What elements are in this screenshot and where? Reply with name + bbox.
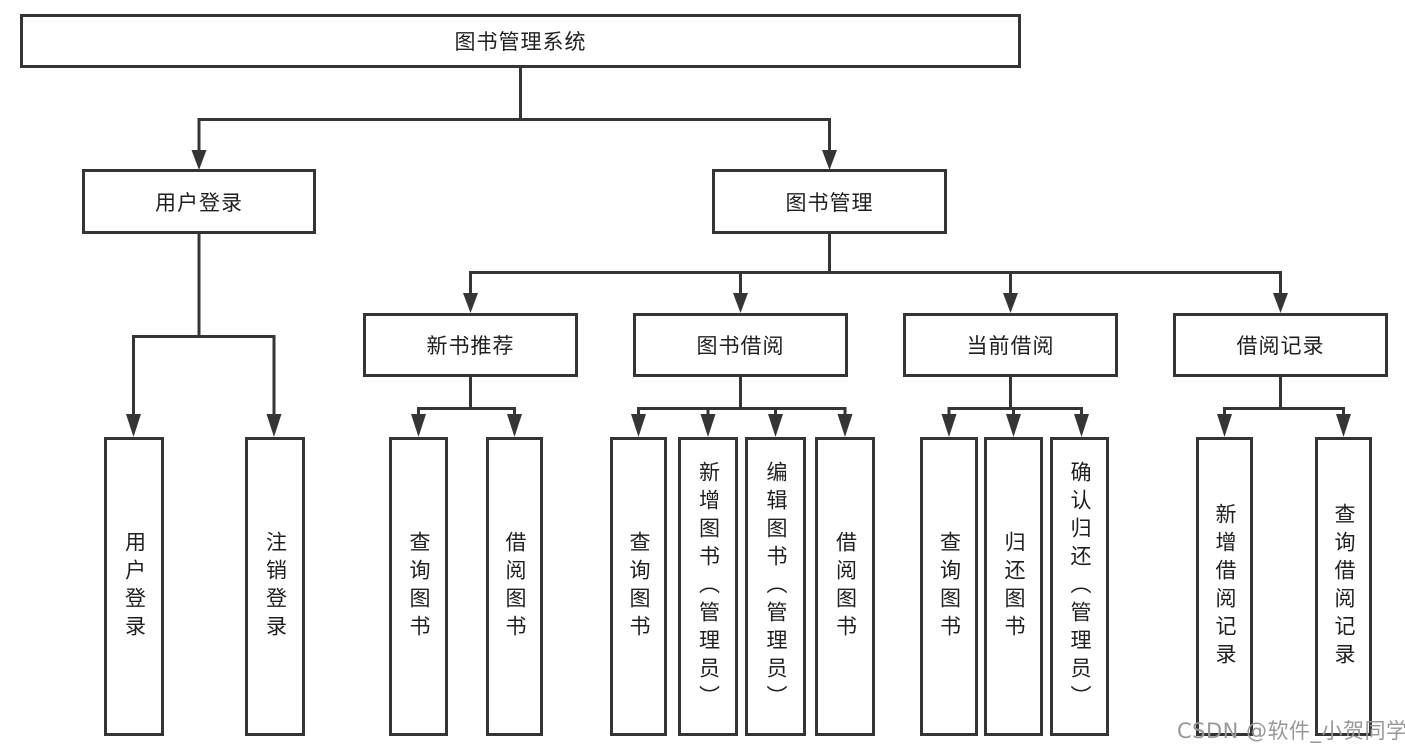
node-label: 用户登录	[155, 190, 243, 215]
leaf-label: 归还图书	[1002, 530, 1026, 643]
leaf-label: 查询图书	[407, 530, 431, 643]
node-book-borrowing: 图书借阅	[633, 313, 848, 377]
node-user-login: 用户登录	[82, 169, 316, 234]
leaf-user-login: 用户登录	[104, 437, 164, 736]
node-label: 借阅记录	[1236, 334, 1325, 358]
leaf-borrow-books-borrowing: 借阅图书	[815, 437, 875, 736]
node-new-book-recommendation: 新书推荐	[363, 313, 578, 377]
leaf-query-books-current: 查询图书	[920, 437, 978, 736]
leaf-label: 确认归还（管理员）	[1068, 460, 1092, 713]
node-label: 图书借阅	[696, 334, 785, 358]
node-label: 图书管理	[785, 190, 874, 215]
leaf-confirm-return-admin: 确认归还（管理员）	[1050, 437, 1109, 736]
leaf-label: 借阅图书	[833, 530, 858, 643]
leaf-edit-book-admin: 编辑图书（管理员）	[745, 437, 806, 736]
node-label: 新书推荐	[426, 334, 515, 358]
leaf-label: 查询借阅记录	[1332, 502, 1356, 671]
leaf-label: 借阅图书	[503, 530, 527, 643]
leaf-add-borrow-record: 新增借阅记录	[1196, 437, 1253, 736]
node-label: 图书管理系统	[454, 30, 587, 54]
leaf-label: 注销登录	[263, 530, 288, 643]
leaf-logout: 注销登录	[245, 437, 305, 736]
leaf-query-books-recommend: 查询图书	[389, 437, 448, 736]
node-library-system: 图书管理系统	[20, 14, 1021, 68]
leaf-label: 新增图书（管理员）	[696, 460, 721, 713]
leaf-label: 编辑图书（管理员）	[764, 460, 788, 713]
leaf-query-books-borrowing: 查询图书	[610, 437, 667, 736]
node-book-management: 图书管理	[712, 169, 947, 234]
leaf-return-books: 归还图书	[984, 437, 1043, 736]
node-borrowing-records: 借阅记录	[1173, 313, 1388, 377]
leaf-add-book-admin: 新增图书（管理员）	[678, 437, 738, 736]
leaf-label: 新增借阅记录	[1213, 502, 1237, 671]
leaf-label: 查询图书	[627, 530, 651, 643]
node-current-borrowing: 当前借阅	[903, 313, 1118, 377]
leaf-label: 用户登录	[122, 530, 147, 643]
watermark: CSDN @软件_小贺同学	[1177, 719, 1405, 743]
node-label: 当前借阅	[966, 334, 1055, 358]
leaf-borrow-books-recommend: 借阅图书	[486, 437, 543, 736]
leaf-label: 查询图书	[937, 530, 962, 643]
leaf-query-borrow-record: 查询借阅记录	[1315, 437, 1372, 736]
